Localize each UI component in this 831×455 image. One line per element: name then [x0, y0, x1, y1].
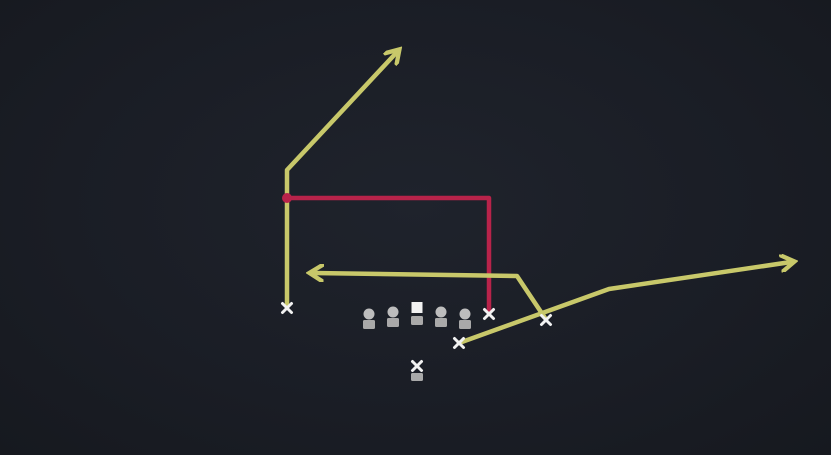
slot-receiver [540, 314, 552, 326]
center [411, 302, 423, 325]
center-receiver [483, 308, 495, 320]
left-receiver [281, 302, 293, 314]
center-receiver-route-end [282, 193, 292, 203]
center-receiver-route [284, 195, 492, 315]
left-tackle [363, 308, 375, 329]
left-guard [387, 306, 399, 327]
right-tackle [459, 308, 471, 329]
quarterback [411, 360, 423, 381]
slot-receiver-route [313, 273, 548, 321]
left-receiver-route [284, 52, 397, 308]
right-guard [435, 306, 447, 327]
running-back [453, 337, 465, 349]
back-route [456, 262, 791, 346]
